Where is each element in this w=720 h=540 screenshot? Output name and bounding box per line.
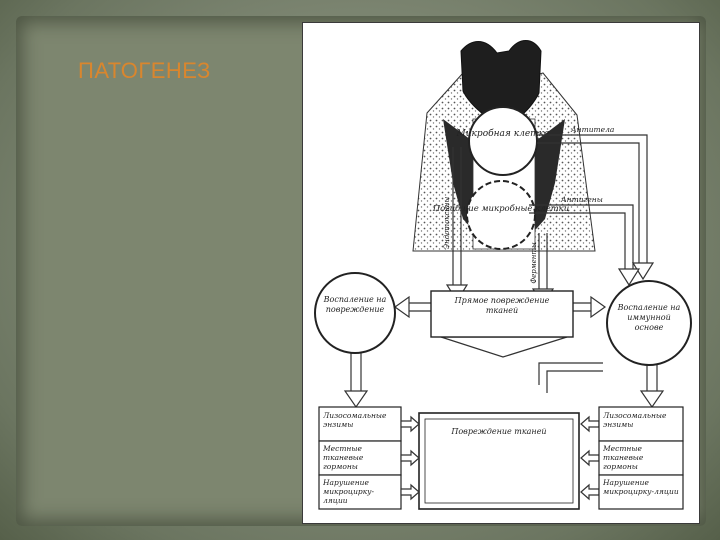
microbial-cell-node: Микробная клетка xyxy=(456,106,550,176)
arrow-channels xyxy=(350,134,658,395)
destroyed-cells-label: Погибшие микробные клетки xyxy=(432,203,569,214)
antigens-label: Антигены xyxy=(560,195,603,204)
left-factor-stack: Лизосомальные энзимы Местные тканевые го… xyxy=(318,406,402,510)
lysosomal-right-label: Лизосомальные энзимы xyxy=(603,411,667,429)
direct-damage-label: Прямое повреждение тканей xyxy=(454,296,550,315)
inflammation-damage-label: Воспаление на повреждение xyxy=(323,295,387,314)
side-arrows xyxy=(400,415,600,501)
antibodies-label: Антитела xyxy=(570,125,614,134)
arrowheads xyxy=(343,262,665,409)
microcirc-right-label: Нарушение микроцирку-ляции xyxy=(603,478,679,496)
inflammation-immune-node: Воспаление на иммунной основе xyxy=(606,280,692,366)
inflammation-immune-label: Воспаление на иммунной основе xyxy=(617,303,681,332)
pathogenesis-diagram: Микробная клетка Погибшие микробные клет… xyxy=(302,22,700,524)
microbial-cell-label: Микробная клетка xyxy=(456,128,550,139)
right-factor-stack: Лизосомальные энзимы Местные тканевые го… xyxy=(598,406,684,510)
lysosomal-left-label: Лизосомальные энзимы xyxy=(323,411,387,429)
endotoxins-label: Эндотоксины xyxy=(443,197,451,250)
tissue-damage-label: Повреждение тканей xyxy=(451,427,547,436)
direct-damage-node: Прямое повреждение тканей xyxy=(430,290,574,338)
inflammation-damage-node: Воспаление на повреждение xyxy=(314,272,396,354)
enzymes-label: Ферменты xyxy=(530,242,538,284)
slide-title: ПАТОГЕНЕЗ xyxy=(78,58,211,83)
microcirc-left-label: Нарушение микроцирку-ляции xyxy=(323,478,375,505)
destroyed-cells-node: Погибшие микробные клетки xyxy=(432,180,569,250)
local-hormones-right-label: Местные тканевые гормоны xyxy=(603,444,644,471)
local-hormones-left-label: Местные тканевые гормоны xyxy=(323,444,364,471)
tissue-damage-node: Повреждение тканей xyxy=(418,412,580,510)
